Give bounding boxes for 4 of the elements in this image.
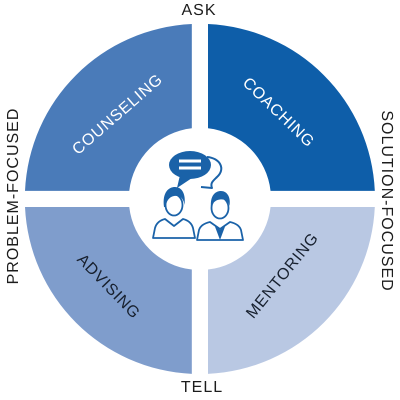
axis-label: SOLUTION-FOCUSED [377, 110, 395, 292]
axis-label: PROBLEM-FOCUSED [5, 108, 23, 284]
axis-label: TELL [180, 379, 224, 397]
axis-label: ASK [182, 2, 216, 20]
